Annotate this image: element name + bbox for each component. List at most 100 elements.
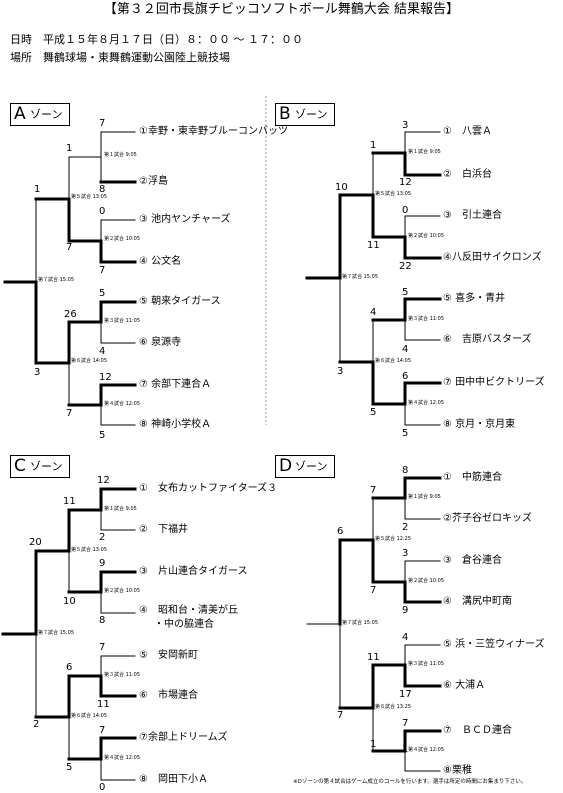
score-c-r1-2: 2 bbox=[99, 532, 106, 543]
game-c4: 第４試合 12:05 bbox=[104, 755, 140, 761]
zone-c-bracket bbox=[1, 487, 137, 781]
game-d2: 第２試合 10:05 bbox=[408, 578, 444, 584]
game-a2: 第２試合 10:05 bbox=[104, 236, 140, 242]
team-d8: ⑧栗稚 bbox=[443, 765, 472, 776]
game-c6: 第６試合 14:05 bbox=[71, 713, 107, 719]
score-a-r2-1: 1 bbox=[66, 143, 73, 154]
score-d-r2-3: 11 bbox=[367, 652, 380, 663]
zone-d-header: D ゾーン bbox=[275, 455, 335, 478]
team-b4: ④八反田サイクロンズ bbox=[443, 252, 542, 263]
score-d-r1-1: 8 bbox=[402, 465, 409, 476]
score-b-r1-2: 12 bbox=[399, 177, 412, 188]
zone-a-suffix: ゾーン bbox=[30, 108, 63, 121]
team-d7: ⑦ ＢＣＤ連合 bbox=[443, 725, 512, 736]
score-d-r1-7: 7 bbox=[402, 718, 409, 729]
score-a-r1-8: 5 bbox=[99, 430, 106, 441]
date-line: 日時 平成１５年８月１７日（日）８：００ ～ １７：００ bbox=[10, 33, 303, 46]
team-c1: ① 女布カットファイターズ３ bbox=[139, 483, 278, 494]
score-c-r1-3: 9 bbox=[99, 558, 106, 569]
score-c-r3-1: 20 bbox=[29, 537, 42, 548]
zone-a-header: A ゾーン bbox=[10, 103, 70, 126]
score-c-r1-6: 11 bbox=[97, 699, 110, 710]
score-b-r3-1: 10 bbox=[335, 182, 348, 193]
score-b-r1-6: 4 bbox=[402, 344, 409, 355]
score-c-r1-7: 7 bbox=[99, 725, 106, 736]
team-a6: ⑥ 泉源寺 bbox=[139, 337, 182, 348]
score-a-r2-4: 7 bbox=[66, 408, 73, 419]
game-a7: 第７試合 15:05 bbox=[38, 277, 74, 283]
team-a3: ③ 池内ヤンチャーズ bbox=[139, 214, 231, 225]
score-d-r3-1: 6 bbox=[337, 526, 344, 537]
game-b4: 第４試合 12:05 bbox=[408, 400, 444, 406]
zone-b-header: B ゾーン bbox=[275, 103, 335, 126]
game-d1: 第１試合 9:05 bbox=[408, 494, 441, 500]
team-c4-line2: ・中の脇連合 bbox=[154, 619, 214, 630]
game-b7: 第７試合 15:05 bbox=[342, 274, 378, 280]
zone-d-letter: D bbox=[279, 456, 293, 476]
score-b-r1-3: 0 bbox=[402, 205, 409, 216]
score-b-r1-7: 6 bbox=[402, 371, 409, 382]
zone-b-suffix: ゾーン bbox=[295, 108, 328, 121]
team-b6: ⑥ 吉原バスターズ bbox=[443, 334, 532, 345]
team-b1: ① 八雲Ａ bbox=[443, 126, 492, 137]
game-b1: 第１試合 9:05 bbox=[408, 149, 441, 155]
score-c-r2-1: 11 bbox=[63, 496, 76, 507]
score-c-r1-1: 12 bbox=[97, 475, 110, 486]
zone-a-bracket bbox=[3, 131, 137, 426]
zone-b-letter: B bbox=[279, 104, 291, 124]
footnote: ※Dゾーンの第４試合はゲーム成立のコールを行います。選手は所定の時間にお集まり下… bbox=[293, 779, 527, 785]
score-c-r3-2: 2 bbox=[33, 719, 40, 730]
place-line: 場所 舞鶴球場・東舞鶴運動公園陸上競技場 bbox=[10, 51, 230, 64]
score-d-r1-8: 1 bbox=[402, 744, 409, 755]
zone-c-letter: C bbox=[14, 456, 26, 476]
team-a8: ⑧ 神崎小学校Ａ bbox=[139, 419, 212, 430]
game-d5: 第５試合 12:25 bbox=[375, 536, 411, 542]
score-a-r2-3: 26 bbox=[64, 309, 77, 320]
score-d-r2-4: 1 bbox=[370, 739, 377, 750]
score-c-r2-2: 10 bbox=[63, 596, 76, 607]
score-d-r1-4: 9 bbox=[402, 605, 409, 616]
team-a7: ⑦ 余部下連合Ａ bbox=[139, 379, 212, 390]
score-b-r3-2: 3 bbox=[337, 366, 344, 377]
zone-c-header: C ゾーン bbox=[10, 455, 70, 478]
game-b3: 第３試合 11:05 bbox=[408, 316, 444, 322]
team-d2: ②芥子谷ゼロキッズ bbox=[443, 513, 532, 524]
zone-c-suffix: ゾーン bbox=[30, 460, 63, 473]
score-a-r1-3: 0 bbox=[99, 206, 106, 217]
game-b2: 第２試合 10:05 bbox=[408, 233, 444, 239]
score-b-r1-4: 22 bbox=[399, 261, 412, 272]
game-d7: 第７試合 15:05 bbox=[342, 620, 378, 626]
team-d5: ⑤ 浜・三笠ウィナーズ bbox=[443, 639, 545, 650]
game-b5: 第５試合 13:05 bbox=[375, 191, 411, 197]
game-d3: 第３試合 11:05 bbox=[408, 661, 444, 667]
team-b8: ⑧ 京月・京月東 bbox=[443, 419, 516, 430]
game-c7: 第７試合 15:05 bbox=[38, 630, 74, 636]
score-b-r1-1: 3 bbox=[402, 120, 409, 131]
score-d-r3-2: 7 bbox=[337, 710, 344, 721]
game-a5: 第５試合 13:05 bbox=[71, 194, 107, 200]
team-c5: ⑤ 安岡新町 bbox=[139, 650, 198, 661]
score-a-r1-2: 8 bbox=[99, 184, 106, 195]
team-d3: ③ 倉谷連合 bbox=[443, 555, 502, 566]
zone-a-letter: A bbox=[14, 104, 26, 124]
score-b-r2-2: 11 bbox=[367, 240, 380, 251]
team-a5: ⑤ 朝来タイガース bbox=[139, 296, 221, 307]
team-a2: ②浮島 bbox=[139, 176, 168, 187]
team-c8: ⑧ 岡田下小Ａ bbox=[139, 774, 208, 785]
score-c-r1-4: 8 bbox=[99, 615, 106, 626]
game-d6: 第６試合 13:25 bbox=[375, 704, 411, 710]
score-c-r1-5: 7 bbox=[99, 642, 106, 653]
team-d4: ④ 溝尻中町南 bbox=[443, 596, 512, 607]
score-a-r1-5: 5 bbox=[99, 288, 106, 299]
team-b2: ② 白浜台 bbox=[443, 169, 492, 180]
game-b6: 第６試合 14:05 bbox=[375, 358, 411, 364]
zone-b-bracket bbox=[305, 131, 442, 426]
team-a4: ④ 公文名 bbox=[139, 256, 182, 267]
team-c2: ② 下福井 bbox=[139, 524, 188, 535]
team-c4: ④ 昭和台・清美が丘 bbox=[139, 605, 238, 616]
score-d-r2-2: 7 bbox=[370, 585, 377, 596]
score-b-r2-1: 1 bbox=[370, 140, 377, 151]
game-c1: 第１試合 9:05 bbox=[104, 506, 137, 512]
score-a-r3-1: 1 bbox=[34, 184, 41, 195]
